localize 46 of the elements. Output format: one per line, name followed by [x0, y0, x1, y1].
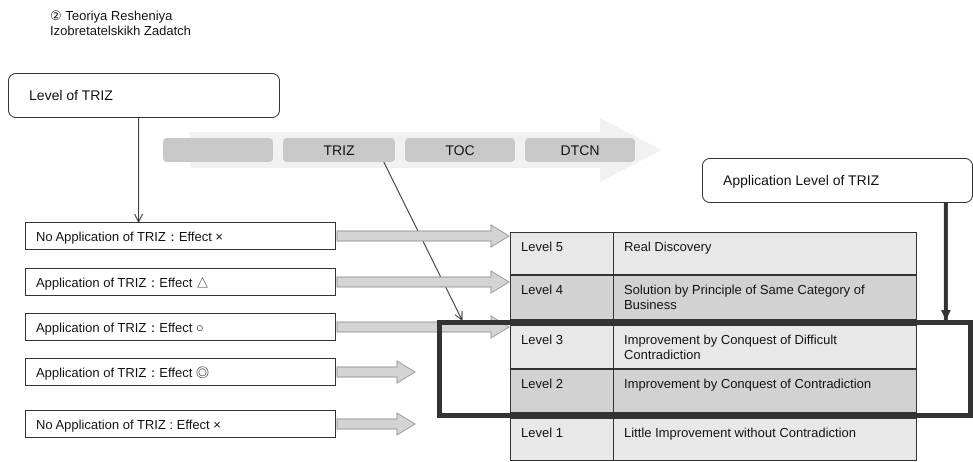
stage-text: TRIZ: [323, 142, 355, 158]
level-label: Level 2: [521, 376, 563, 391]
level-row: [510, 418, 917, 461]
effect-text: Application of TRIZ：Effect ○: [36, 320, 204, 334]
heading-box: [8, 73, 280, 118]
effect-text: No Application of TRIZ : Effect ×: [36, 416, 221, 432]
heading-text: Level of TRIZ: [29, 88, 113, 103]
title: ② Teoriya Resheniya Izobretatelskikh Zadatch: [50, 8, 192, 38]
level-row: [510, 325, 917, 369]
block-arrow: [336, 224, 510, 248]
effect-box: [25, 358, 336, 386]
level-row: [510, 275, 917, 320]
arrow: [134, 118, 144, 222]
level-description: Real Discovery: [624, 239, 712, 254]
block-arrow: [336, 270, 510, 294]
heading-box: [702, 158, 973, 203]
effect-box: [25, 222, 336, 250]
block-arrow: [336, 315, 510, 339]
level-label: Level 1: [521, 425, 563, 440]
level-description: Improvement by Conquest of Difficult Contradiction: [624, 332, 838, 362]
level-label: Level 4: [521, 282, 563, 297]
level-description: Solution by Principle of Same Category of Business: [624, 282, 866, 312]
level-row: [510, 232, 917, 275]
stage-label: [525, 138, 635, 162]
arrow: [940, 203, 951, 320]
effect-box: [25, 410, 336, 438]
level-row: [510, 369, 917, 413]
stage-label: [163, 138, 273, 162]
effect-box: [25, 268, 336, 296]
stage-text: TOC: [445, 142, 475, 158]
effect-box: [25, 313, 336, 341]
level-description: Improvement by Conquest of Contradiction: [624, 376, 872, 391]
effect-text: Application of TRIZ：Effect ◎: [36, 364, 209, 380]
effect-text: No Application of TRIZ：Effect ×: [36, 228, 224, 244]
arrow: [383, 162, 463, 320]
block-arrow: [336, 412, 416, 436]
stage-label: [405, 138, 515, 162]
effect-text: Application of TRIZ：Effect △: [36, 274, 209, 290]
level-description: Little Improvement without Contradiction: [624, 425, 857, 440]
level-label: Level 3: [521, 332, 563, 347]
stage-text: DTCN: [560, 142, 600, 158]
stage-label: [283, 138, 395, 162]
heading-text: Application Level of TRIZ: [723, 173, 880, 188]
level-label: Level 5: [521, 239, 563, 254]
block-arrow: [336, 360, 416, 384]
highlight-frame: [437, 320, 973, 418]
